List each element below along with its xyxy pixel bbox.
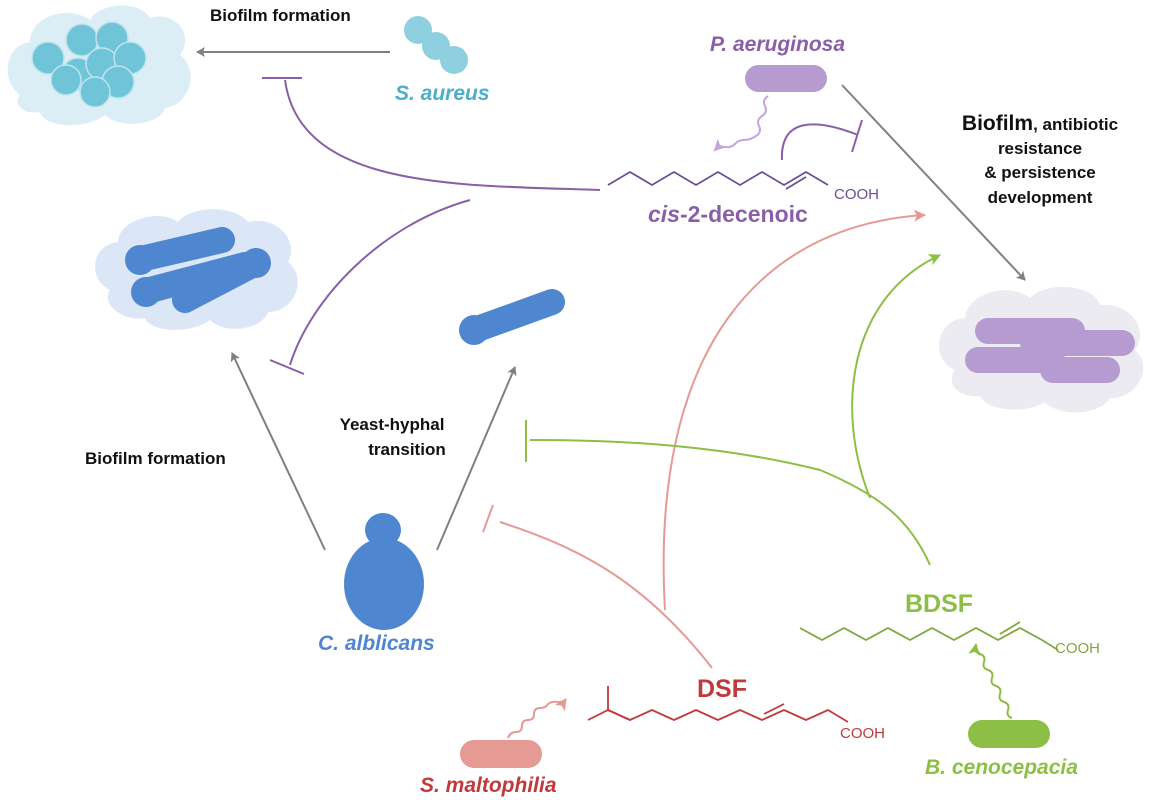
bdsf-interactions <box>525 254 941 566</box>
b-cenocepacia-secretion-arrow <box>968 643 1013 719</box>
bdsf-cooh-label: COOH <box>1055 640 1100 657</box>
yeast-hyphal-label-line1: Yeast-hyphal <box>340 415 445 434</box>
p-aeruginosa-biofilm-arrow <box>841 84 1026 281</box>
c-albicans-biofilm-label: Biofilm formation <box>85 449 226 468</box>
b-cenocepacia-label: B. cenocepacia <box>925 756 1078 779</box>
biofilm-word: Biofilm <box>962 112 1033 135</box>
dsf-inhibition-line <box>499 521 713 669</box>
bdsf-activation-arrow <box>851 254 941 499</box>
bdsf-label: BDSF <box>905 590 973 618</box>
dsf-activation-arrow <box>662 209 926 611</box>
s-aureus-label: S. aureus <box>395 82 490 105</box>
bdsf-inhibition-line <box>529 439 931 566</box>
s-aureus-biofilm-cloud <box>7 5 191 126</box>
hyphae-cluster <box>125 227 271 313</box>
p-aeruginosa-secretion-arrow <box>713 95 769 152</box>
dsf-cooh-label: COOH <box>840 725 885 742</box>
single-hypha <box>459 289 565 345</box>
dsf-label: DSF <box>697 675 747 703</box>
phenotype-label-line3: & persistence <box>984 163 1096 182</box>
gray-arrows <box>196 47 1026 551</box>
bdsf-structure <box>799 621 1059 651</box>
antibiotic-word: , antibiotic <box>1033 115 1118 134</box>
phenotype-label-line4: development <box>988 188 1093 207</box>
c-albicans-biofilm-cloud <box>95 209 298 330</box>
b-cenocepacia-cell <box>968 720 1050 748</box>
phenotype-label-line1: Biofilm, antibiotic <box>962 112 1118 135</box>
c-albicans-label: C. alblicans <box>318 632 435 655</box>
s-aureus-biofilm-label: Biofilm formation <box>210 6 351 25</box>
s-maltophilia-cell <box>460 740 542 768</box>
cis-suffix: -2-decenoic <box>680 201 808 227</box>
phenotype-label-line2: resistance <box>998 139 1082 158</box>
c-albicans-biofilm-arrow <box>230 352 326 551</box>
cis-2-decenoic-structure <box>607 170 829 190</box>
dsf-structure <box>587 686 849 723</box>
cis-prefix: cis <box>648 201 680 227</box>
p-aeruginosa-cell <box>745 65 827 92</box>
s-maltophilia-secretion-arrow <box>507 698 567 739</box>
cis-2-decenoic-label: cis-2-decenoic <box>648 201 808 227</box>
cis-2-decenoic-inhibitions <box>262 77 863 375</box>
yeast-hyphal-label-line2: transition <box>368 440 445 459</box>
c-albicans-yeast-cell <box>344 513 424 630</box>
s-aureus-cells <box>404 16 468 74</box>
cis-cooh-label: COOH <box>834 186 879 203</box>
p-aeruginosa-biofilm-cloud <box>938 286 1144 413</box>
p-aeruginosa-label: P. aeruginosa <box>710 33 845 56</box>
yeast-hyphal-arrow <box>436 366 517 551</box>
dsf-interactions <box>482 209 926 669</box>
s-maltophilia-label: S. maltophilia <box>420 774 557 797</box>
